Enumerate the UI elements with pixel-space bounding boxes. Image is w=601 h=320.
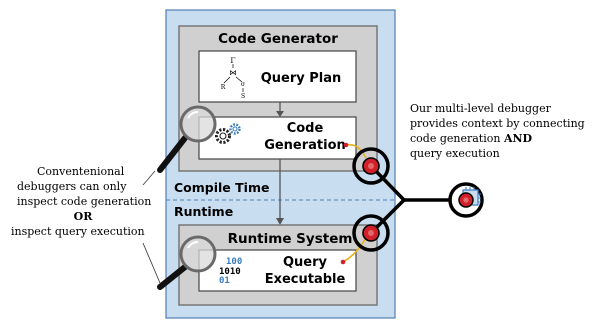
query-executable-label-line1: Query — [283, 255, 328, 270]
left-note-line: Conventenional — [37, 165, 125, 178]
plan-symbol-gamma: Γ — [230, 56, 235, 65]
debugger-lens-runtime — [352, 214, 390, 252]
right-note: Our multi-level debugger provides contex… — [410, 102, 585, 160]
right-note-line: Our multi-level debugger — [410, 102, 552, 115]
left-note-emphasis: OR — [74, 210, 94, 223]
debugger-lens-compile — [352, 147, 390, 185]
left-note-line: inspect code generation — [17, 195, 151, 208]
plan-symbol-s: S — [241, 93, 245, 100]
compile-time-label: Compile Time — [174, 180, 269, 195]
left-note: Conventenional debuggers can only inspec… — [11, 165, 151, 238]
right-note-line: code generation AND — [410, 132, 533, 145]
query-executable-box — [198, 249, 357, 292]
left-note-leader-bottom — [142, 242, 161, 284]
codegen-link-dot — [343, 142, 349, 148]
gear-icon — [215, 123, 241, 144]
code-generation-label-line2: Generation — [264, 138, 346, 153]
right-note-line: query execution — [410, 147, 500, 160]
codegen-link — [345, 143, 367, 159]
binary-line: 1010 — [219, 267, 241, 277]
executable-link — [342, 237, 367, 263]
plan-edge — [235, 76, 243, 83]
plan-symbol-r: R — [221, 84, 226, 91]
plan-edge — [223, 76, 231, 84]
binary-icon: 100 1010 01 — [219, 257, 242, 286]
query-plan-tree-icon: Γ ⋈ R σ S — [221, 56, 245, 100]
plan-symbol-join: ⋈ — [229, 68, 237, 77]
binary-line: 01 — [219, 276, 230, 286]
right-note-emphasis: AND — [503, 132, 533, 145]
debugger-lens-combined — [448, 182, 484, 218]
runtime-system-title: Runtime System — [228, 231, 353, 247]
plan-to-codegen-arrowhead — [276, 111, 284, 117]
codegen-to-runtime-arrowhead — [276, 218, 284, 225]
code-generator-title: Code Generator — [218, 31, 338, 47]
code-generation-label-line1: Code — [287, 121, 324, 136]
left-note-leader-top — [142, 170, 156, 186]
left-note-line: debuggers can only — [17, 180, 127, 193]
magnifier-icon — [157, 105, 217, 173]
runtime-label: Runtime — [174, 204, 233, 219]
right-note-line: provides context by connecting — [410, 117, 585, 130]
executable-link-dot — [340, 259, 346, 265]
magnifier-icon — [157, 235, 217, 290]
binary-line: 100 — [226, 257, 242, 267]
query-plan-box — [198, 50, 357, 103]
query-plan-label: Query Plan — [261, 71, 342, 86]
right-note-segment: code generation — [410, 132, 500, 145]
left-note-line: inspect query execution — [11, 225, 145, 238]
plan-symbol-sigma: σ — [241, 81, 245, 88]
query-executable-label-line2: Executable — [265, 272, 346, 287]
